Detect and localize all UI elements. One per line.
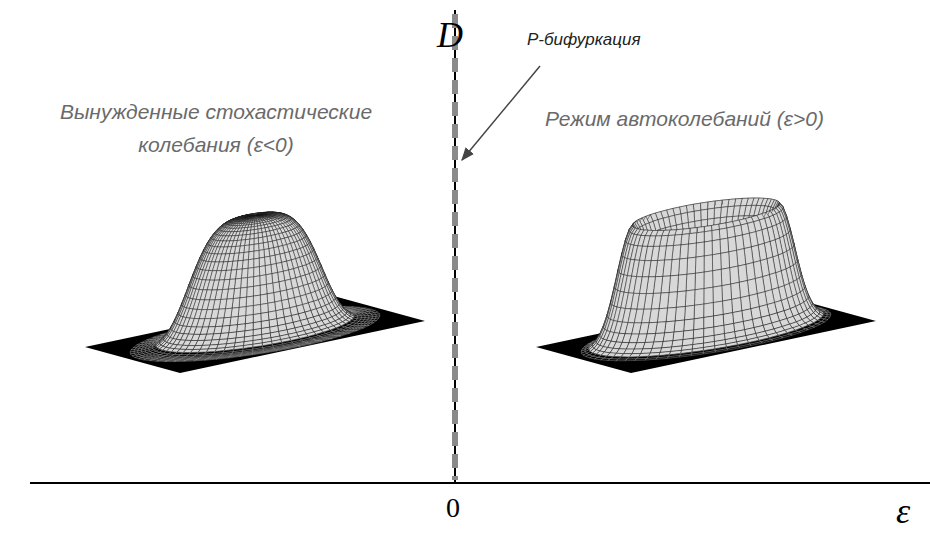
- mesh-cell: [248, 268, 254, 278]
- mesh-cell: [259, 250, 265, 259]
- mesh-cell: [253, 305, 261, 315]
- mesh-cell: [253, 313, 261, 322]
- mesh-cell: [259, 243, 264, 251]
- mesh-cell: [241, 278, 248, 289]
- mesh-cell: [248, 259, 254, 268]
- mesh-cell: [259, 266, 265, 276]
- mesh-cell: [237, 324, 246, 332]
- mesh-cell: [254, 267, 260, 277]
- mesh-cell: [249, 239, 254, 246]
- mesh-cell: [239, 297, 247, 307]
- mesh-cell: [250, 234, 254, 240]
- mesh-cell: [254, 251, 259, 260]
- mesh-cell: [254, 258, 260, 267]
- mesh-cell: [253, 295, 260, 306]
- mesh-cell: [265, 256, 271, 265]
- mesh-cell: [254, 238, 259, 245]
- mesh-cell: [268, 302, 276, 312]
- mesh-cell: [258, 232, 263, 238]
- mesh-cell: [240, 287, 247, 298]
- mesh-cell: [260, 294, 267, 305]
- mesh-cell: [248, 251, 253, 260]
- mesh-cell: [273, 282, 281, 293]
- mesh-cell: [246, 296, 253, 307]
- mesh-cell: [247, 286, 254, 297]
- mesh-cell: [245, 315, 253, 324]
- mesh-cell: [247, 277, 254, 288]
- mesh-cell: [241, 268, 248, 278]
- mesh-cell: [254, 233, 258, 239]
- unimodal-density-surface: [85, 212, 425, 373]
- mesh-cell: [266, 274, 273, 285]
- mesh-cell: [229, 325, 238, 333]
- leader-arrow: [462, 66, 540, 160]
- mesh-cell: [267, 293, 275, 304]
- mesh-cell: [254, 276, 261, 287]
- mesh-cell: [260, 275, 267, 286]
- mesh-cell: [261, 312, 269, 321]
- mesh-cell: [266, 283, 273, 294]
- mesh-cell: [237, 316, 245, 325]
- mesh-cell: [265, 265, 272, 275]
- mesh-cell: [245, 323, 253, 331]
- mesh-cell: [238, 307, 246, 317]
- mesh-cell: [259, 257, 265, 267]
- mesh-cell: [261, 303, 269, 313]
- mesh-cell: [246, 306, 254, 316]
- mesh-cell: [258, 237, 263, 244]
- mesh-cell: [249, 244, 254, 252]
- mesh-cell: [253, 285, 260, 296]
- mesh-cell: [254, 244, 259, 252]
- mesh-cell: [230, 317, 238, 326]
- mesh-cell: [260, 284, 267, 295]
- mesh-cell: [263, 236, 268, 243]
- mesh-cell: [275, 301, 283, 311]
- mesh-cell: [274, 291, 282, 302]
- mesh-cell: [264, 249, 270, 258]
- mesh-cell: [361, 316, 365, 318]
- mesh-cell: [272, 273, 279, 284]
- mesh-cell: [263, 242, 269, 250]
